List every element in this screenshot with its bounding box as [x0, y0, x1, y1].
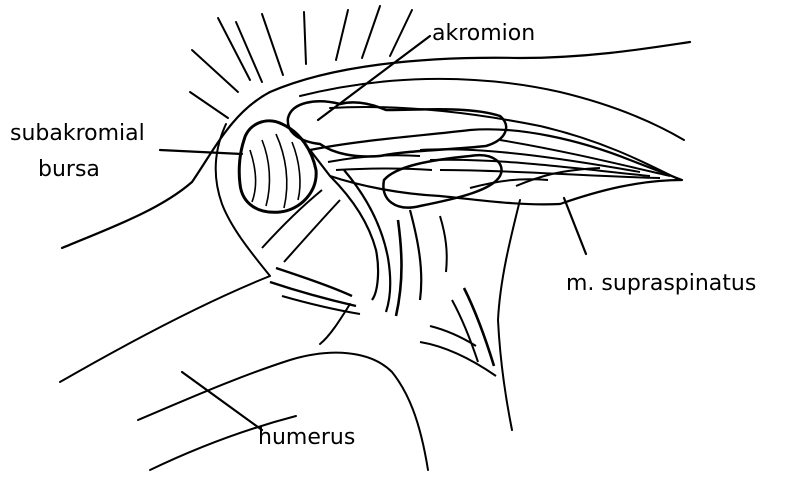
- label-acromion: akromion: [432, 21, 535, 46]
- label-bursa-line2: bursa: [38, 157, 100, 182]
- arm-outline-right: [498, 200, 520, 430]
- bursa-shading: [250, 134, 300, 208]
- skin-contour: [62, 42, 690, 248]
- pain-rays: [190, 6, 412, 118]
- joint-structures: [262, 170, 496, 376]
- skin-contour-inner: [300, 79, 684, 140]
- arm-outline-mid: [138, 353, 428, 470]
- subacromial-bursa: [239, 121, 316, 212]
- label-humerus: humerus: [258, 425, 355, 450]
- label-bursa-line1: subakromial: [10, 121, 145, 146]
- humerus-leader: [182, 372, 262, 430]
- bursa-leader: [160, 150, 242, 154]
- muscle-leader: [564, 198, 586, 254]
- label-supraspinatus: m. supraspinatus: [566, 271, 756, 296]
